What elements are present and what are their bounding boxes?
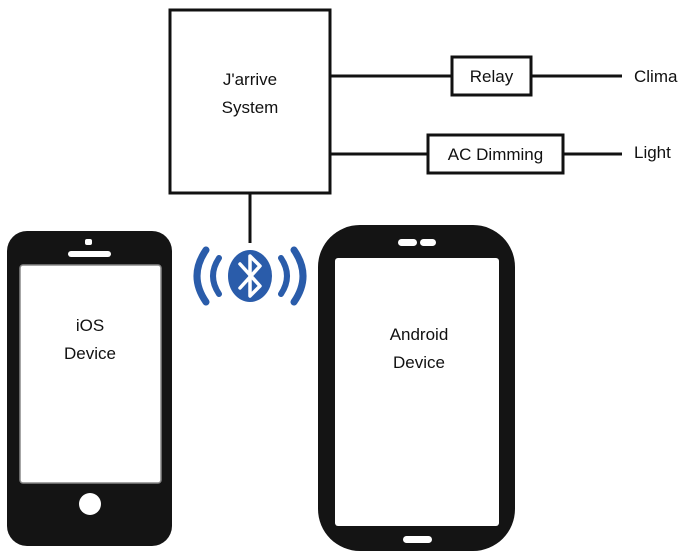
system-box: [168, 8, 332, 195]
system-label-line1: J'arrive: [223, 70, 277, 89]
ios-screen: [19, 264, 162, 484]
ac-dimming-label: AC Dimming: [448, 145, 543, 164]
android-screen: [335, 258, 499, 526]
ios-home-button: [79, 493, 101, 515]
relay-label: Relay: [470, 67, 514, 86]
system-label-line2: System: [222, 98, 279, 117]
ac-dimming-box: [426, 133, 565, 175]
light-label: Light: [634, 143, 671, 162]
android-speaker-left: [398, 239, 417, 246]
dimming-branch: AC Dimming Light: [330, 133, 671, 175]
jarrive-system-node: J'arrive System: [168, 8, 332, 195]
ios-label-line1: iOS: [76, 316, 104, 335]
clima-label: Clima: [634, 67, 678, 86]
relay-branch: Relay Clima: [330, 55, 678, 97]
ios-label-line2: Device: [64, 344, 116, 363]
android-home-slot: [403, 536, 432, 543]
android-label-line1: Android: [390, 325, 449, 344]
ios-speaker-slot: [68, 251, 111, 257]
ios-camera-dot: [85, 239, 92, 245]
android-label-line2: Device: [393, 353, 445, 372]
android-device: Android Device: [318, 225, 515, 551]
bluetooth-icon: [193, 246, 307, 306]
android-speaker-right: [420, 239, 436, 246]
ios-device: iOS Device: [7, 231, 172, 546]
